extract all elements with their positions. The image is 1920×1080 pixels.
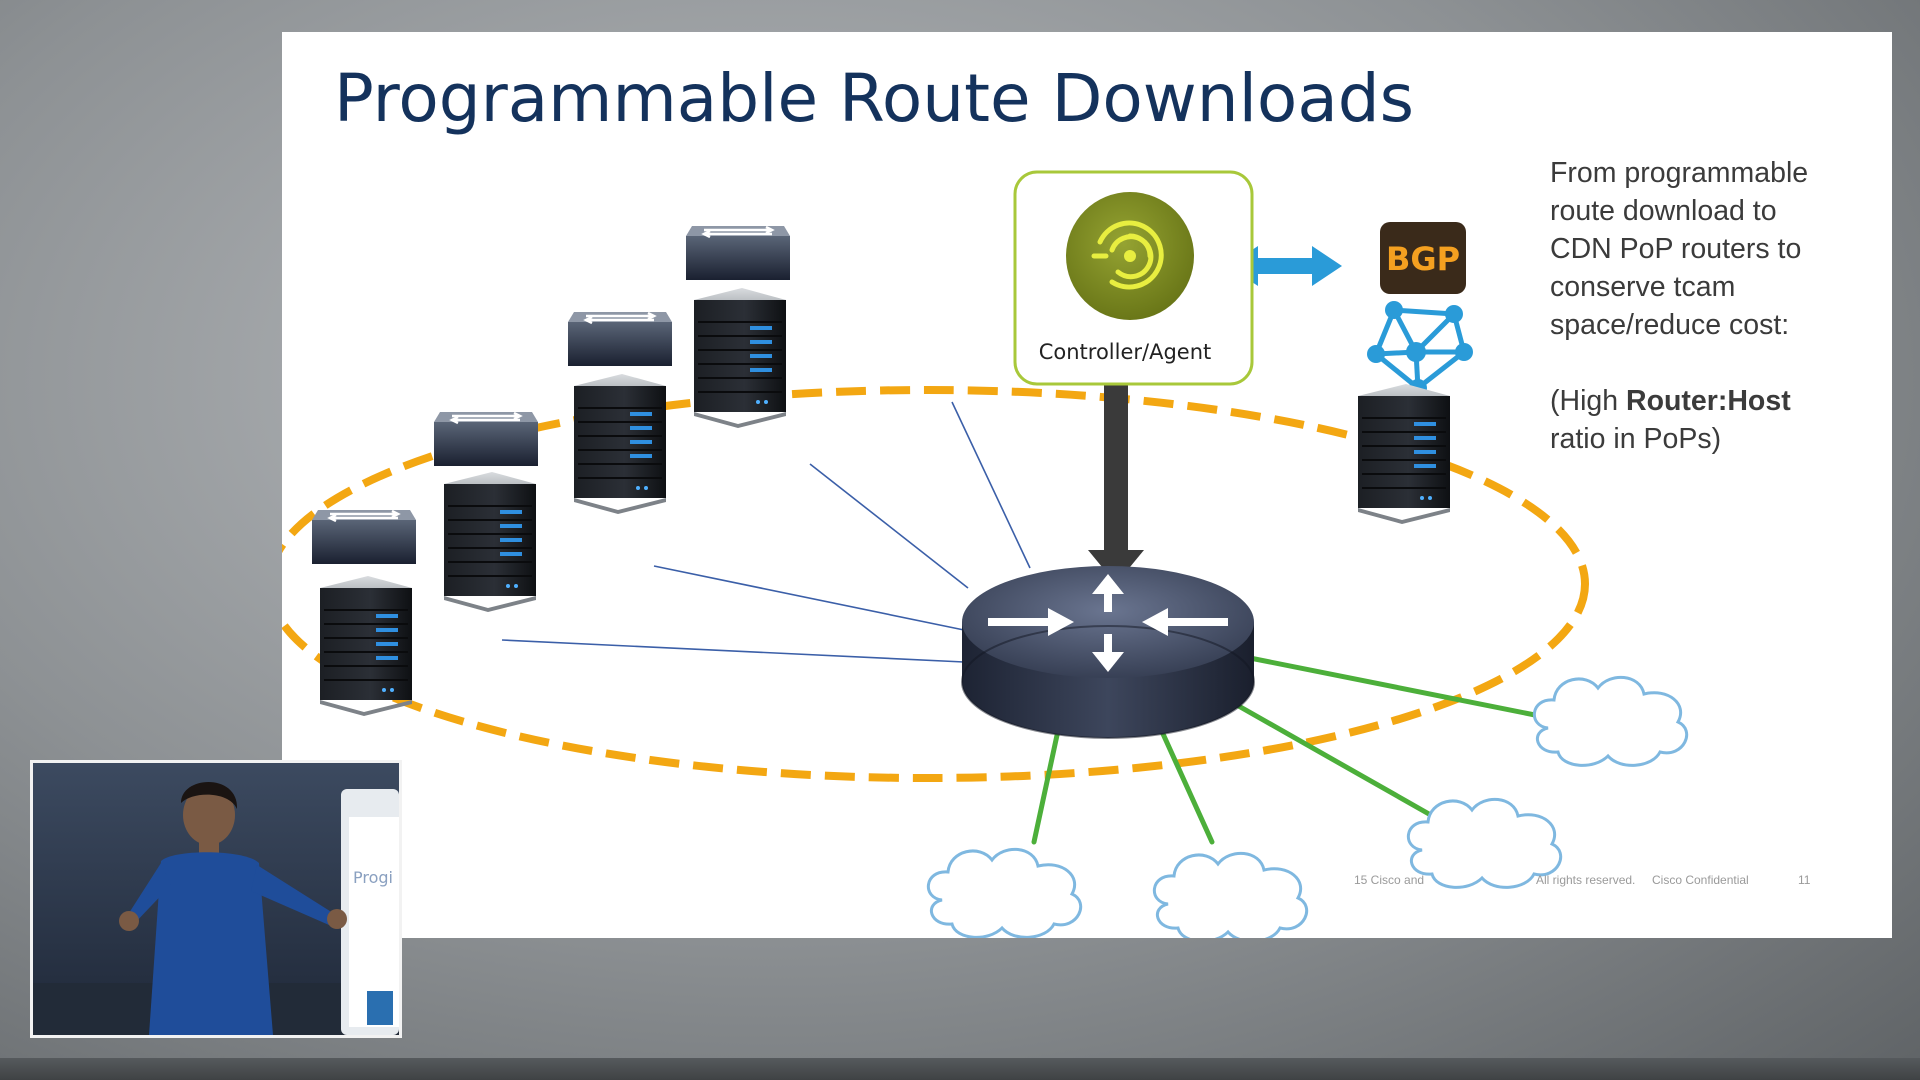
server-icon	[573, 373, 667, 515]
bgp-icon: BGP	[1380, 222, 1466, 294]
pop-ring	[282, 386, 1589, 782]
slide-footer: 15 Cisco and All rights reserved. Cisco …	[1354, 873, 1811, 887]
presenter-silhouette	[119, 781, 347, 1035]
controller-down-arrow	[1088, 378, 1144, 584]
footer-confidential: Cisco Confidential	[1652, 873, 1749, 887]
controller-agent-icon	[1066, 192, 1194, 320]
topology-mesh-icon	[1367, 301, 1473, 397]
footer-copyright-b: All rights reserved.	[1536, 873, 1635, 887]
slide-title: Programmable Route Downloads	[334, 60, 1415, 137]
side-text-line: CDN PoP routers to	[1550, 233, 1802, 265]
server-icon	[319, 575, 413, 717]
cloud-links	[1031, 655, 1543, 845]
ratio-note: (High Router:Host	[1550, 382, 1880, 420]
switch-icon	[684, 224, 792, 282]
presenter-video: Progi	[30, 760, 402, 1038]
footer-copyright-a: 15 Cisco and	[1354, 873, 1424, 887]
ratio-bold: Router:Host	[1626, 385, 1791, 417]
controller-agent-box: Controller/Agent	[1013, 170, 1254, 386]
router-icon	[961, 566, 1255, 739]
ratio-note-line2: ratio in PoPs)	[1550, 423, 1722, 455]
bottom-bar	[0, 1058, 1920, 1080]
side-description: From programmable route download to CDN …	[1550, 154, 1880, 458]
cloud-icon	[1152, 851, 1309, 938]
ratio-prefix: (High	[1550, 385, 1627, 417]
bgp-label: BGP	[1386, 240, 1460, 278]
switch-icon	[432, 410, 540, 468]
side-text-line: From programmable	[1550, 157, 1809, 189]
presenter-scene: Progi	[33, 763, 399, 1035]
side-text-line: space/reduce cost:	[1550, 309, 1790, 341]
presentation-slide: Programmable Route Downloads	[282, 32, 1892, 938]
server-icon	[1357, 383, 1451, 525]
cloud-icon	[1532, 675, 1689, 767]
side-text-line: route download to	[1550, 195, 1777, 227]
network-diagram: Controller/Agent BGP	[282, 170, 1811, 938]
server-group	[310, 224, 1451, 717]
footer-page-number: 11	[1798, 873, 1811, 887]
switch-icon	[566, 310, 674, 368]
background-slide-text: Progi	[353, 868, 393, 887]
cloud-icon	[926, 847, 1083, 938]
server-icon	[443, 471, 537, 613]
side-text-line: conserve tcam	[1550, 271, 1736, 303]
server-icon	[693, 287, 787, 429]
switch-icon	[310, 508, 418, 566]
controller-agent-label: Controller/Agent	[1039, 340, 1212, 364]
server-links	[501, 401, 1031, 663]
